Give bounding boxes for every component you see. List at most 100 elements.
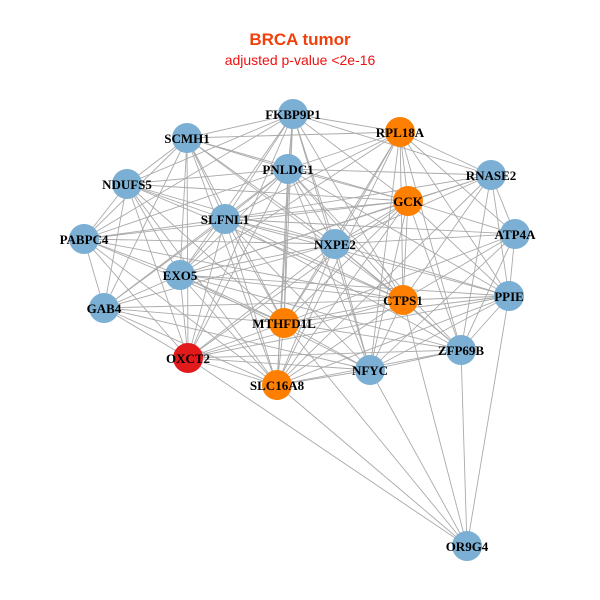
node-RPL18A[interactable]: RPL18A — [376, 117, 425, 147]
edge-NFYC-SLC16A8 — [276, 369, 371, 386]
edge-ATP4A-NFYC — [369, 233, 516, 371]
node-label: RPL18A — [376, 125, 425, 140]
node-EXO5[interactable]: EXO5 — [163, 260, 198, 290]
edge-ATP4A-CTPS1 — [402, 233, 516, 301]
node-circle[interactable] — [320, 229, 350, 259]
edge-ZFP69B-OR9G4 — [460, 349, 468, 547]
node-label: PPIE — [494, 289, 524, 304]
edge-NXPE2-SLC16A8 — [276, 243, 336, 386]
edge-PABPC4-EXO5 — [83, 238, 181, 276]
node-label: EXO5 — [163, 268, 198, 283]
edge-NFYC-OR9G4 — [369, 369, 468, 547]
edge-SLFNL1-GAB4 — [103, 218, 226, 309]
node-circle[interactable] — [355, 355, 385, 385]
node-circle[interactable] — [494, 281, 524, 311]
edge-RNASE2-SLFNL1 — [224, 174, 492, 220]
node-NDUFS5[interactable]: NDUFS5 — [102, 169, 152, 199]
edge-GCK-ATP4A — [407, 200, 516, 235]
edge-NXPE2-OXCT2 — [187, 243, 336, 359]
edge-CTPS1-GAB4 — [103, 299, 404, 309]
node-ATP4A[interactable]: ATP4A — [495, 219, 537, 249]
node-SLC16A8[interactable]: SLC16A8 — [250, 370, 305, 400]
edge-SCMH1-RPL18A — [186, 131, 401, 139]
node-circle[interactable] — [210, 204, 240, 234]
edge-GAB4-NFYC — [103, 307, 371, 371]
node-circle[interactable] — [476, 160, 506, 190]
edge-PNLDC1-NDUFS5 — [126, 168, 289, 185]
node-circle[interactable] — [452, 531, 482, 561]
edge-GAB4-OXCT2 — [103, 307, 189, 359]
edge-SLFNL1-MTHFD1L — [224, 218, 285, 324]
node-SLFNL1[interactable]: SLFNL1 — [201, 204, 249, 234]
edge-SLFNL1-PPIE — [224, 218, 510, 297]
node-label: OR9G4 — [446, 539, 489, 554]
node-circle[interactable] — [385, 117, 415, 147]
node-ZFP69B[interactable]: ZFP69B — [438, 335, 485, 365]
edge-PNLDC1-PPIE — [287, 168, 510, 297]
edges — [83, 113, 516, 547]
node-label: NDUFS5 — [102, 177, 152, 192]
node-OXCT2[interactable]: OXCT2 — [166, 343, 210, 373]
node-circle[interactable] — [262, 370, 292, 400]
edge-SCMH1-EXO5 — [179, 137, 188, 276]
node-circle[interactable] — [393, 186, 423, 216]
edge-FKBP9P1-PABPC4 — [83, 113, 294, 240]
edge-PNLDC1-PABPC4 — [83, 168, 289, 240]
node-GCK[interactable]: GCK — [393, 186, 424, 216]
node-MTHFD1L[interactable]: MTHFD1L — [252, 308, 316, 338]
edge-RPL18A-ATP4A — [399, 131, 516, 235]
node-FKBP9P1[interactable]: FKBP9P1 — [265, 99, 321, 129]
edge-RPL18A-MTHFD1L — [283, 131, 401, 324]
node-circle[interactable] — [112, 169, 142, 199]
edge-PPIE-OXCT2 — [187, 295, 510, 359]
node-NXPE2[interactable]: NXPE2 — [314, 229, 356, 259]
node-circle[interactable] — [388, 285, 418, 315]
node-circle[interactable] — [273, 154, 303, 184]
edge-PABPC4-OXCT2 — [83, 238, 189, 359]
node-SCMH1[interactable]: SCMH1 — [164, 123, 210, 153]
node-circle[interactable] — [446, 335, 476, 365]
edge-SLFNL1-PABPC4 — [83, 218, 226, 240]
node-PNLDC1[interactable]: PNLDC1 — [262, 154, 314, 184]
edge-RPL18A-CTPS1 — [399, 131, 404, 301]
edge-FKBP9P1-NXPE2 — [292, 113, 336, 245]
node-label: SLC16A8 — [250, 378, 305, 393]
edge-EXO5-CTPS1 — [179, 274, 404, 301]
edge-OXCT2-SLC16A8 — [187, 357, 278, 386]
edge-PNLDC1-RNASE2 — [287, 168, 492, 176]
node-label: PABPC4 — [60, 232, 109, 247]
node-circle[interactable] — [69, 224, 99, 254]
edge-OXCT2-OR9G4 — [187, 357, 468, 547]
edge-ATP4A-NXPE2 — [334, 233, 516, 245]
node-label: SLFNL1 — [201, 212, 249, 227]
node-circle[interactable] — [165, 260, 195, 290]
node-CTPS1[interactable]: CTPS1 — [383, 285, 423, 315]
node-circle[interactable] — [89, 293, 119, 323]
edge-EXO5-SLC16A8 — [179, 274, 278, 386]
node-circle[interactable] — [278, 99, 308, 129]
node-RNASE2[interactable]: RNASE2 — [466, 160, 517, 190]
node-label: ZFP69B — [438, 343, 485, 358]
node-NFYC[interactable]: NFYC — [352, 355, 388, 385]
node-circle[interactable] — [173, 343, 203, 373]
edge-PPIE-OR9G4 — [466, 295, 510, 547]
edge-SCMH1-OXCT2 — [186, 137, 189, 359]
node-circle[interactable] — [500, 219, 530, 249]
edge-RNASE2-SLC16A8 — [276, 174, 492, 386]
edge-NXPE2-PPIE — [334, 243, 510, 297]
node-circle[interactable] — [172, 123, 202, 153]
node-PPIE[interactable]: PPIE — [494, 281, 524, 311]
edge-EXO5-PPIE — [179, 274, 510, 297]
edge-RPL18A-NFYC — [369, 131, 401, 371]
node-GAB4[interactable]: GAB4 — [87, 293, 122, 323]
edge-CTPS1-OR9G4 — [402, 299, 468, 547]
edge-GCK-SLFNL1 — [224, 200, 409, 220]
edge-RPL18A-ZFP69B — [399, 131, 462, 351]
node-PABPC4[interactable]: PABPC4 — [60, 224, 109, 254]
chart-subtitle: adjusted p-value <2e-16 — [224, 52, 376, 68]
node-OR9G4[interactable]: OR9G4 — [446, 531, 489, 561]
node-circle[interactable] — [269, 308, 299, 338]
